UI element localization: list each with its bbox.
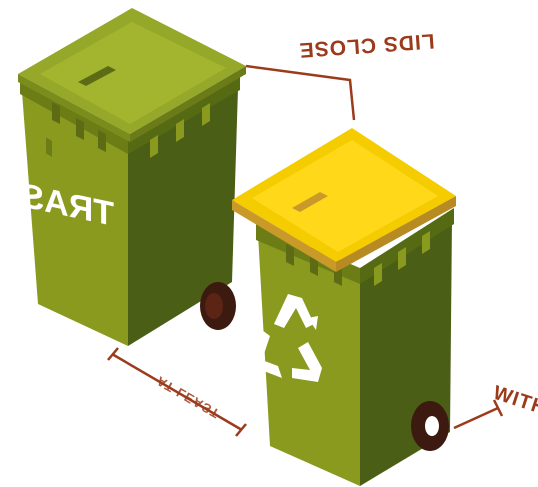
lids-close-annotation: LIDS CLOSE [245, 29, 435, 121]
right-bin [232, 128, 456, 486]
lids-close-leader [245, 64, 356, 121]
with-label: WITH [490, 382, 538, 420]
recycle-icon [252, 294, 322, 382]
lids-close-label: LIDS CLOSE [298, 29, 435, 61]
left-bin: TRASH [0, 8, 246, 346]
left-bin-handle [78, 66, 116, 86]
spacing-dimension-line [111, 352, 243, 432]
left-bin-rim-side [128, 74, 240, 154]
with-annotation: WITH [453, 382, 538, 430]
with-leader [453, 406, 499, 430]
right-bin-handle [292, 192, 328, 212]
spacing-label: AT LEAST [154, 373, 223, 421]
spacing-annotation: AT LEAST [107, 347, 247, 437]
left-bin-front [22, 92, 128, 346]
